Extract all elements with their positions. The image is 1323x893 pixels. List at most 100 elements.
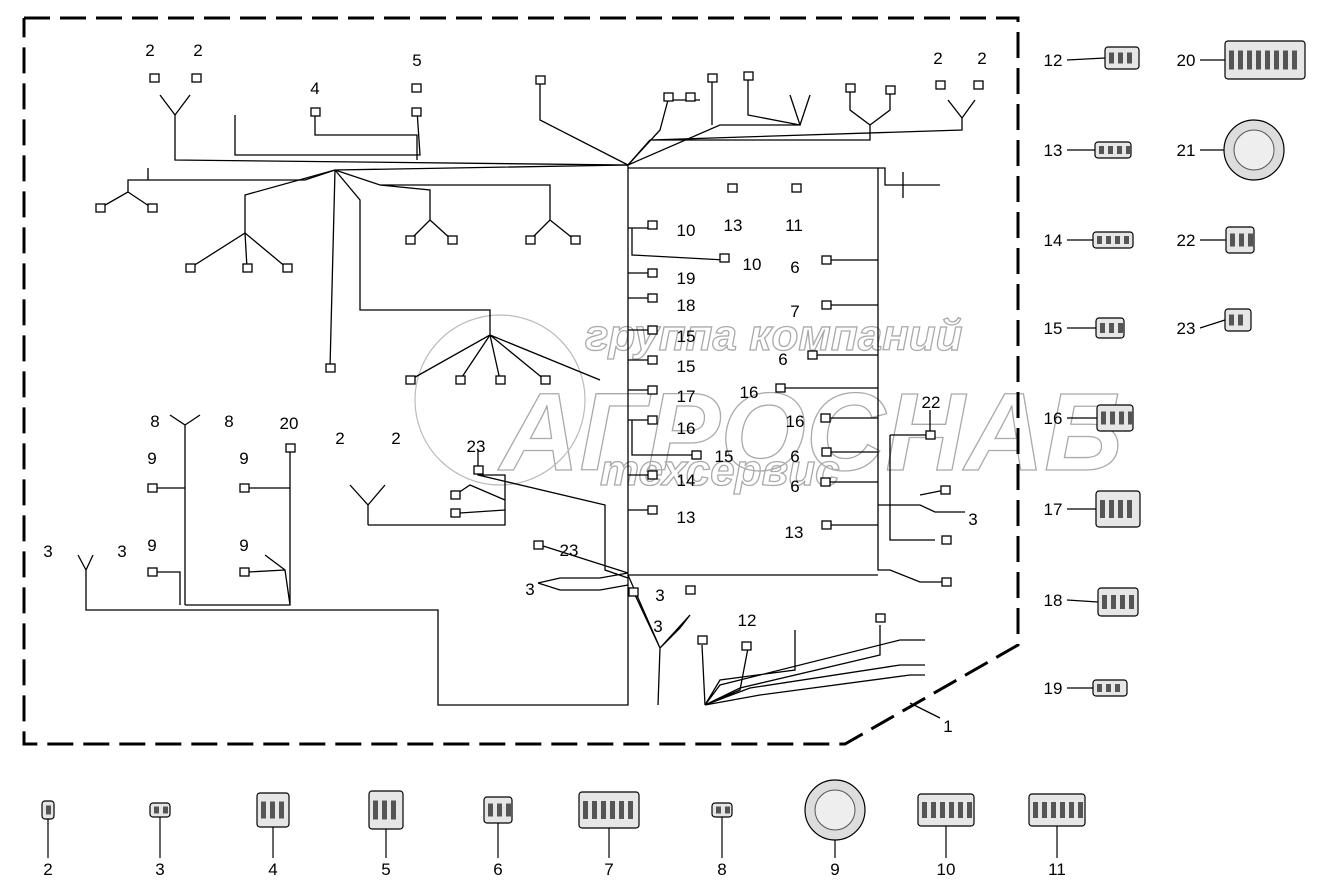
callout-label: 2 xyxy=(933,49,942,68)
connector-icon xyxy=(741,641,752,651)
connector-icon xyxy=(973,80,984,90)
connector-icon xyxy=(242,263,253,273)
wire xyxy=(77,165,629,706)
parts xyxy=(41,40,1306,841)
part-17-icon xyxy=(1095,490,1141,528)
leader-line xyxy=(1066,599,1099,603)
connector-icon xyxy=(727,183,738,193)
connector-icon xyxy=(95,203,106,213)
part-label: 2 xyxy=(43,860,52,879)
connector-icon xyxy=(821,447,832,457)
callout-label: 8 xyxy=(224,412,233,431)
part-label: 3 xyxy=(155,860,164,879)
callout-label: 3 xyxy=(655,586,664,605)
part-12-icon xyxy=(1104,46,1140,70)
part-label: 5 xyxy=(381,860,390,879)
callout-label: 2 xyxy=(391,429,400,448)
connector-icon xyxy=(925,430,936,440)
part-label: 18 xyxy=(1044,591,1063,610)
connector-icon xyxy=(821,300,832,310)
connector-icon xyxy=(775,383,786,393)
part-label: 12 xyxy=(1044,51,1063,70)
part-9-icon xyxy=(804,779,866,841)
connector-icon xyxy=(691,450,702,460)
connector-icon xyxy=(570,235,581,245)
part-13-icon xyxy=(1094,141,1132,159)
connector-icon xyxy=(807,350,818,360)
part-label: 23 xyxy=(1177,319,1196,338)
callout-label: 3 xyxy=(968,510,977,529)
watermark-line1: группа компаний xyxy=(585,311,963,360)
part-label: 10 xyxy=(937,860,956,879)
part-5-icon xyxy=(368,790,404,830)
connector-icon xyxy=(147,483,158,493)
connector-icon xyxy=(685,92,696,102)
callout-label: 15 xyxy=(677,357,696,376)
part-8-icon xyxy=(711,802,733,818)
leader-line xyxy=(909,702,941,719)
callout-label: 13 xyxy=(785,523,804,542)
wire xyxy=(189,169,336,269)
connector-icon xyxy=(185,263,196,273)
connector-icon xyxy=(540,375,551,385)
part-label: 16 xyxy=(1044,409,1063,428)
leader-line xyxy=(1199,319,1226,329)
part-14-icon xyxy=(1092,231,1134,249)
callout-label: 13 xyxy=(724,216,743,235)
connector-icon xyxy=(821,520,832,530)
part-label: 8 xyxy=(717,860,726,879)
connector-icon xyxy=(282,263,293,273)
wire xyxy=(627,574,925,706)
wire xyxy=(314,112,418,160)
callout-label: 9 xyxy=(239,449,248,468)
connector-icon xyxy=(647,325,658,335)
wire xyxy=(99,164,629,209)
connector-icon xyxy=(647,505,658,515)
callout-label: 23 xyxy=(560,541,579,560)
connector-icon xyxy=(820,413,831,423)
part-label: 9 xyxy=(830,860,839,879)
part-2-icon xyxy=(41,800,55,820)
connectors xyxy=(95,71,984,651)
callout-label: 5 xyxy=(412,51,421,70)
part-label: 15 xyxy=(1044,319,1063,338)
callout-label: 9 xyxy=(147,536,156,555)
part-23-icon xyxy=(1224,308,1252,332)
part-18-icon xyxy=(1097,587,1139,617)
wire xyxy=(628,227,726,511)
connector-icon xyxy=(411,107,422,117)
part-6-icon xyxy=(483,796,513,824)
callout-label: 6 xyxy=(790,447,799,466)
part-20-icon xyxy=(1224,40,1306,80)
part-3-icon xyxy=(149,802,171,818)
wire xyxy=(627,82,976,166)
connector-icon xyxy=(697,635,708,645)
callout-label: 11 xyxy=(785,216,803,235)
connector-icon xyxy=(239,567,250,577)
callout-label: 9 xyxy=(147,449,156,468)
callout-label: 15 xyxy=(677,327,696,346)
wire xyxy=(628,167,945,583)
part-label: 11 xyxy=(1048,860,1066,879)
wire xyxy=(539,78,811,166)
callout-label: 3 xyxy=(653,617,662,636)
connector-icon xyxy=(450,490,461,500)
connector-icon xyxy=(447,235,458,245)
connector-icon xyxy=(719,253,730,263)
part-11-icon xyxy=(1028,793,1086,827)
connector-icon xyxy=(743,71,754,81)
part-21-icon xyxy=(1223,119,1285,181)
part-label: 7 xyxy=(604,860,613,879)
connector-icon xyxy=(647,220,658,230)
callout-label: 6 xyxy=(778,350,787,369)
part-19-icon xyxy=(1092,679,1128,697)
connector-icon xyxy=(455,375,466,385)
part-label: 21 xyxy=(1177,141,1196,160)
callout-label: 3 xyxy=(117,542,126,561)
part-15-icon xyxy=(1095,317,1125,339)
connector-icon xyxy=(325,363,336,373)
callout-label: 18 xyxy=(677,296,696,315)
connector-icon xyxy=(310,107,321,117)
callout-label: 17 xyxy=(677,387,696,406)
